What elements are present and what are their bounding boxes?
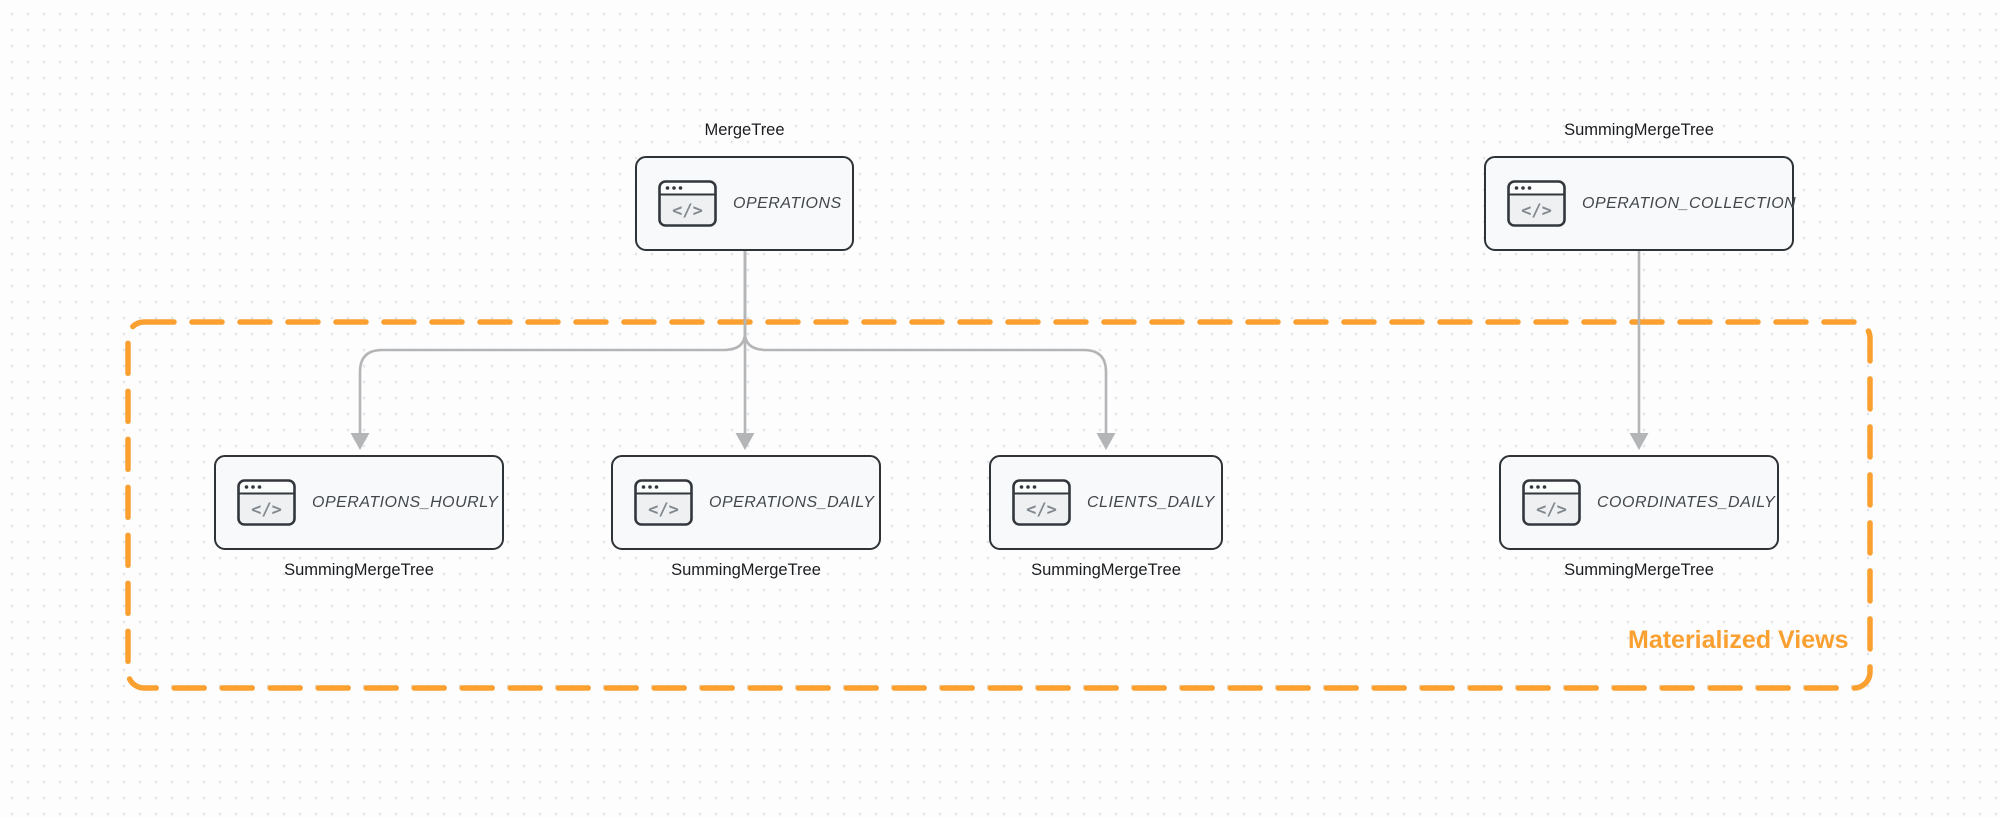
svg-text:</>: </> <box>672 201 703 221</box>
materialized-views-group-outline <box>125 319 1873 691</box>
engine-label-clients-daily: SummingMergeTree <box>1031 561 1181 579</box>
table-name-label: COORDINATES_DAILY <box>1597 493 1776 511</box>
engine-label-coordinates-daily: SummingMergeTree <box>1564 561 1714 579</box>
materialized-views-caption: Materialized Views <box>1628 626 1849 654</box>
edge-arrowheads <box>350 433 1649 450</box>
arrowhead-clients-daily <box>1096 433 1116 450</box>
svg-text:</>: </> <box>1026 500 1057 520</box>
svg-text:</>: </> <box>251 500 282 520</box>
code-window-icon: </> <box>1507 180 1566 227</box>
edge-lines <box>358 248 1641 436</box>
edge-operations-to-operations-hourly <box>358 248 747 435</box>
edge-operations-to-clients-daily <box>743 248 1108 435</box>
code-window-icon: </> <box>1012 479 1071 526</box>
code-window-icon: </> <box>658 180 717 227</box>
table-name-label: OPERATIONS_HOURLY <box>312 493 499 511</box>
svg-text:</>: </> <box>1536 500 1567 520</box>
engine-label-operation-collection: SummingMergeTree <box>1564 121 1714 139</box>
arrowhead-operations-daily <box>735 433 755 450</box>
code-window-icon: </> <box>1522 479 1581 526</box>
svg-text:</>: </> <box>648 500 679 520</box>
engine-label-operations-daily: SummingMergeTree <box>671 561 821 579</box>
code-window-icon: </> <box>237 479 296 526</box>
table-name-label: OPERATIONS_DAILY <box>709 493 875 511</box>
node-operations-hourly: </> OPERATIONS_HOURLY <box>214 455 504 550</box>
table-name-label: OPERATION_COLLECTION <box>1582 194 1797 212</box>
arrowhead-operations-hourly <box>350 433 370 450</box>
arrowhead-coordinates-daily <box>1629 433 1649 450</box>
node-clients-daily: </> CLIENTS_DAILY <box>989 455 1223 550</box>
engine-label-operations-hourly: SummingMergeTree <box>284 561 434 579</box>
table-name-label: CLIENTS_DAILY <box>1087 493 1215 511</box>
node-operations: </> OPERATIONS <box>635 156 854 251</box>
node-operation-collection: </> OPERATION_COLLECTION <box>1484 156 1797 251</box>
node-operations-daily: </> OPERATIONS_DAILY <box>611 455 881 550</box>
engine-label-operations: MergeTree <box>704 121 785 139</box>
code-window-icon: </> <box>634 479 693 526</box>
node-coordinates-daily: </> COORDINATES_DAILY <box>1499 455 1779 550</box>
svg-text:</>: </> <box>1521 201 1552 221</box>
table-name-label: OPERATIONS <box>733 194 842 212</box>
